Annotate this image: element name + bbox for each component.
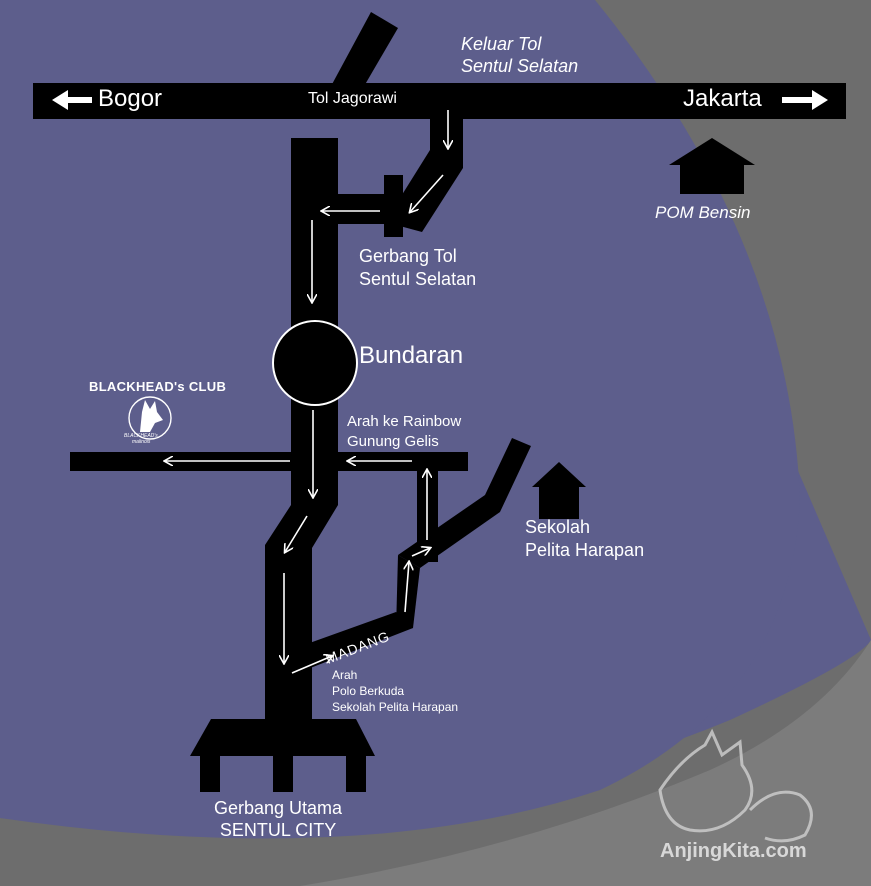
polo-line1: Arah xyxy=(332,668,358,682)
road-sekolah xyxy=(398,438,531,568)
house-icon xyxy=(669,138,755,194)
keluar-tol-line2: Sentul Selatan xyxy=(461,56,579,76)
gate-pillar-middle xyxy=(273,756,293,792)
gerbang-tol-label: Gerbang Tol Sentul Selatan xyxy=(359,245,476,291)
bogor-label: Bogor xyxy=(98,85,163,112)
roundabout-icon xyxy=(272,320,358,406)
road-to-main xyxy=(335,194,393,224)
watermark-label: AnjingKita.com xyxy=(660,840,807,862)
keluar-tol-label: Keluar Tol Sentul Selatan xyxy=(461,33,578,77)
pom-bensin-label: POM Bensin xyxy=(655,203,751,222)
route-arrows xyxy=(165,110,448,674)
school-icon xyxy=(532,462,586,519)
route-arrow-madang-up xyxy=(405,562,409,613)
blackheads-club-label: BLACKHEAD's CLUB xyxy=(89,379,227,394)
route-arrow-sekolah xyxy=(411,548,430,557)
gerbang-utama-line2: SENTUL CITY xyxy=(219,820,337,840)
polo-direction-label: Arah Polo Berkuda Sekolah Pelita Harapan xyxy=(332,667,458,715)
route-arrow-madang xyxy=(291,656,332,674)
road-madang-north xyxy=(396,555,420,630)
sekolah-line1: Sekolah xyxy=(525,517,591,537)
gerbang-utama-label: Gerbang Utama SENTUL CITY xyxy=(214,797,342,841)
rainbow-line2: Gunung Gelis xyxy=(347,433,439,450)
jakarta-arrow-icon xyxy=(782,90,828,110)
bundaran-label: Bundaran xyxy=(359,342,464,369)
club-logo-subtext: malinois xyxy=(132,439,151,445)
road-north-diagonal xyxy=(330,12,398,88)
gerbang-utama-line1: Gerbang Utama xyxy=(214,798,343,818)
route-arrow-ramp xyxy=(410,174,444,212)
polo-line2: Polo Berkuda xyxy=(332,684,405,698)
rainbow-label: Arah ke Rainbow Gunung Gelis xyxy=(347,412,461,452)
gerbang-tol-line1: Gerbang Tol xyxy=(359,246,457,266)
gate-pillar-right xyxy=(346,756,366,792)
club-logo-text: BLACKHEAD's xyxy=(124,433,158,439)
bogor-arrow-icon xyxy=(52,90,92,110)
main-road xyxy=(291,138,338,498)
gate-pillar-left xyxy=(200,756,220,792)
tol-jagorawi-label: Tol Jagorawi xyxy=(308,90,397,107)
sekolah-label: Sekolah Pelita Harapan xyxy=(525,516,644,562)
gate-roof xyxy=(190,719,375,756)
background-purple-region xyxy=(0,0,800,838)
route-arrow-bend xyxy=(285,515,308,552)
polo-line3: Sekolah Pelita Harapan xyxy=(332,700,459,714)
jakarta-label: Jakarta xyxy=(683,85,762,112)
road-madang xyxy=(290,612,413,672)
keluar-tol-line1: Keluar Tol xyxy=(461,34,542,54)
gerbang-tol-line2: Sentul Selatan xyxy=(359,269,477,289)
sekolah-line2: Pelita Harapan xyxy=(525,540,645,560)
dog-logo-icon xyxy=(128,396,172,440)
watermark-dog-icon xyxy=(658,728,813,843)
rainbow-line1: Arah ke Rainbow xyxy=(347,413,462,430)
